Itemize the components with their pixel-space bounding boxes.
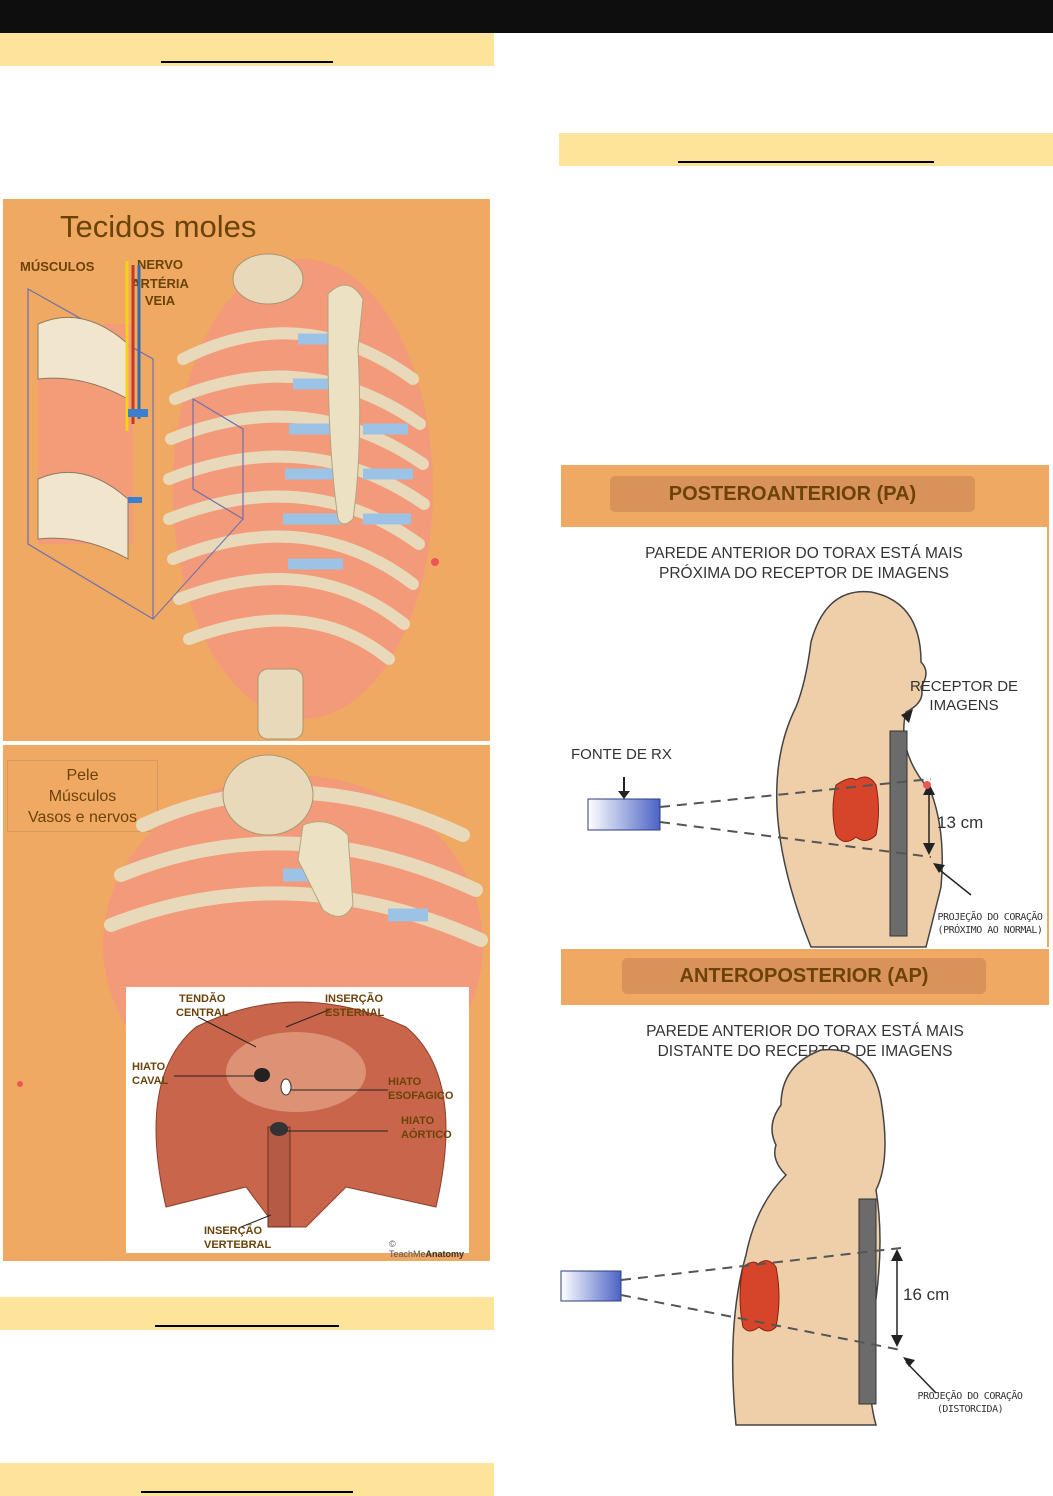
heading-underline bbox=[678, 161, 934, 163]
layers-label-box: Pele Músculos Vasos e nervos bbox=[7, 760, 158, 832]
pa-projection-note: PROJEÇÃO DO CORAÇÃO (PRÓXIMO AO NORMAL) bbox=[937, 912, 1043, 936]
ribcage-closeup-illustration bbox=[103, 754, 488, 1115]
pa-header: POSTEROANTERIOR (PA) bbox=[561, 465, 1049, 527]
figure-soft-tissue: Tecidos moles MÚSCULOS NERVO ARTÉRIA VEI… bbox=[3, 199, 490, 741]
heading-underline bbox=[155, 1325, 339, 1327]
section-heading-2 bbox=[559, 133, 1053, 166]
ribcage-illustration bbox=[27, 253, 439, 740]
label-aortic-hiatus: HIATO AÓRTICO bbox=[401, 1115, 452, 1141]
section-heading-3 bbox=[0, 1297, 494, 1330]
pa-receptor-label: RECEPTOR DE IMAGENS bbox=[909, 678, 1019, 714]
pa-diagram: PAREDE ANTERIOR DO TORAX ESTÁ MAIS PRÓXI… bbox=[561, 527, 1049, 948]
heading-underline bbox=[141, 1491, 353, 1493]
pa-measurement: 13 cm bbox=[937, 813, 984, 832]
label-esophageal-hiatus: HIATO ESOFAGICO bbox=[388, 1076, 454, 1102]
figure-layers-diaphragm: Pele Músculos Vasos e nervos bbox=[3, 745, 490, 1261]
label-caval-hiatus: HIATO CAVAL bbox=[132, 1061, 169, 1087]
label-vein: VEIA bbox=[144, 293, 176, 308]
top-bar bbox=[0, 0, 1053, 33]
ap-measurement: 16 cm bbox=[903, 1285, 950, 1304]
cursor-icon bbox=[17, 1081, 23, 1087]
heading-underline bbox=[161, 61, 333, 63]
figure-title: Tecidos moles bbox=[60, 209, 257, 244]
diaphragm-diagram: TENDÃO CENTRAL INSERÇÃO ESTERNAL HIATO C… bbox=[126, 987, 469, 1259]
ap-body-illustration bbox=[560, 1048, 937, 1426]
pa-body-illustration bbox=[587, 590, 972, 948]
label-nerve: NERVO bbox=[137, 257, 183, 272]
label-sternal-insertion: INSERÇÃO ESTERNAL bbox=[325, 993, 385, 1019]
ap-projection-note: PROJEÇÃO DO CORAÇÃO (DISTORCIDA) bbox=[917, 1391, 1023, 1415]
ap-header: ANTEROPOSTERIOR (AP) bbox=[561, 949, 1049, 1005]
diaphragm-illustration bbox=[155, 1001, 447, 1228]
label-muscles: MÚSCULOS bbox=[20, 259, 95, 274]
pa-source-label: FONTE DE RX bbox=[571, 746, 672, 763]
ap-title: ANTEROPOSTERIOR (AP) bbox=[622, 958, 986, 994]
layer-muscles: Músculos bbox=[48, 788, 117, 805]
image-credit: © TeachMeAnatomy bbox=[389, 1239, 465, 1259]
ap-diagram: PAREDE ANTERIOR DO TORAX ESTÁ MAIS DISTA… bbox=[560, 1005, 1049, 1426]
copyright-icon: © bbox=[389, 1239, 396, 1249]
layer-vessels-nerves: Vasos e nervos bbox=[27, 809, 138, 826]
label-vertebral-insertion: INSERÇÃO VERTEBRAL bbox=[204, 1225, 272, 1251]
layer-skin: Pele bbox=[66, 767, 99, 784]
section-heading-4 bbox=[0, 1463, 494, 1496]
ap-caption: PAREDE ANTERIOR DO TORAX ESTÁ MAIS DISTA… bbox=[646, 1023, 964, 1060]
pa-caption: PAREDE ANTERIOR DO TORAX ESTÁ MAIS PRÓXI… bbox=[645, 545, 963, 582]
section-heading-1 bbox=[0, 33, 494, 66]
label-central-tendon: TENDÃO CENTRAL bbox=[176, 993, 229, 1019]
pa-title: POSTEROANTERIOR (PA) bbox=[610, 476, 975, 512]
label-artery: ARTÉRIA bbox=[131, 276, 189, 291]
